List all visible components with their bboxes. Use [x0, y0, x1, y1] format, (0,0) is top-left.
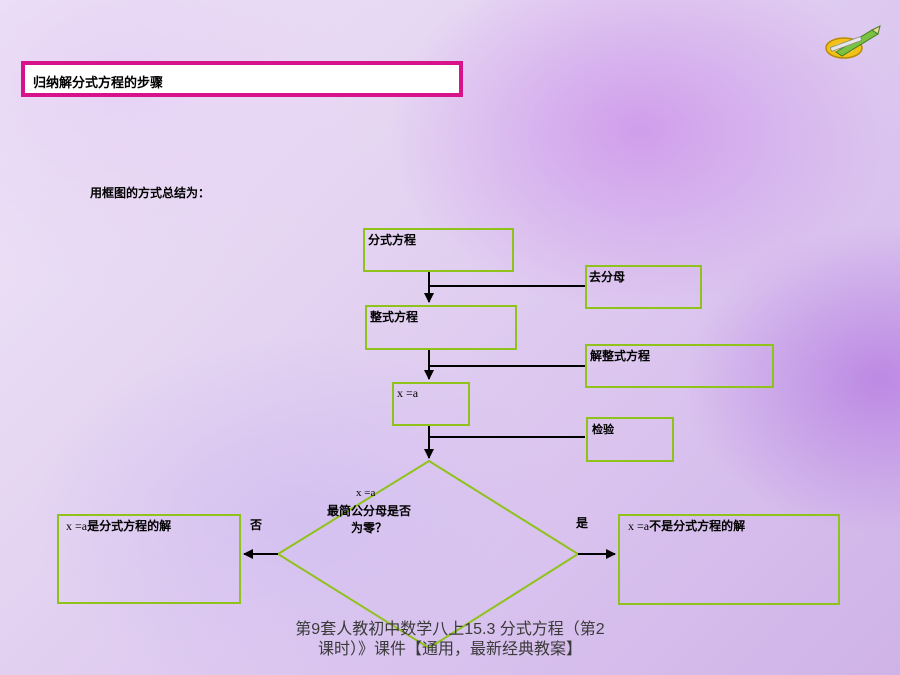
box-solve-integral-label: 解整式方程	[590, 349, 651, 363]
result-no-variable: x =a	[66, 519, 88, 533]
box-integral-equation	[365, 305, 517, 350]
no-label: 否	[250, 518, 263, 532]
box-remove-denominator-label: 去分母	[589, 270, 626, 284]
result-no-text: 是分式方程的解	[87, 519, 172, 533]
result-yes-text: 不是分式方程的解	[649, 519, 746, 533]
box-fractional-equation-label: 分式方程	[368, 233, 417, 247]
box-integral-equation-label: 整式方程	[370, 310, 419, 324]
title-box: 归纳解分式方程的步骤	[21, 61, 463, 97]
box-fractional-equation	[363, 228, 514, 272]
result-yes-variable: x =a	[628, 519, 650, 533]
box-result-not-solution	[618, 514, 840, 605]
yes-label: 是	[576, 516, 589, 530]
decision-diamond	[276, 459, 580, 650]
box-result-is-solution	[57, 514, 241, 604]
pencil-ruler-logo-icon	[825, 25, 881, 59]
box-result-not-solution-label: x =a不是分式方程的解	[628, 518, 748, 535]
box-check	[586, 417, 674, 462]
footer-caption: 第9套人教初中数学八上15.3 分式方程（第2课时）》课件【通用，最新经典教案】	[295, 621, 605, 658]
decision-variable: x =a	[356, 487, 376, 499]
slide-title: 归纳解分式方程的步骤	[33, 76, 164, 91]
box-check-label: 检验	[592, 423, 614, 436]
box-remove-denominator	[585, 265, 702, 309]
intro-text: 用框图的方式总结为：	[90, 186, 211, 200]
box-result-is-solution-label: x =a是分式方程的解	[66, 518, 186, 535]
decision-question: 最简公分母是否为零？	[326, 504, 411, 535]
box-x-eq-a	[392, 382, 470, 426]
box-solve-integral	[585, 344, 774, 388]
box-x-eq-a-label: x =a	[397, 386, 419, 400]
